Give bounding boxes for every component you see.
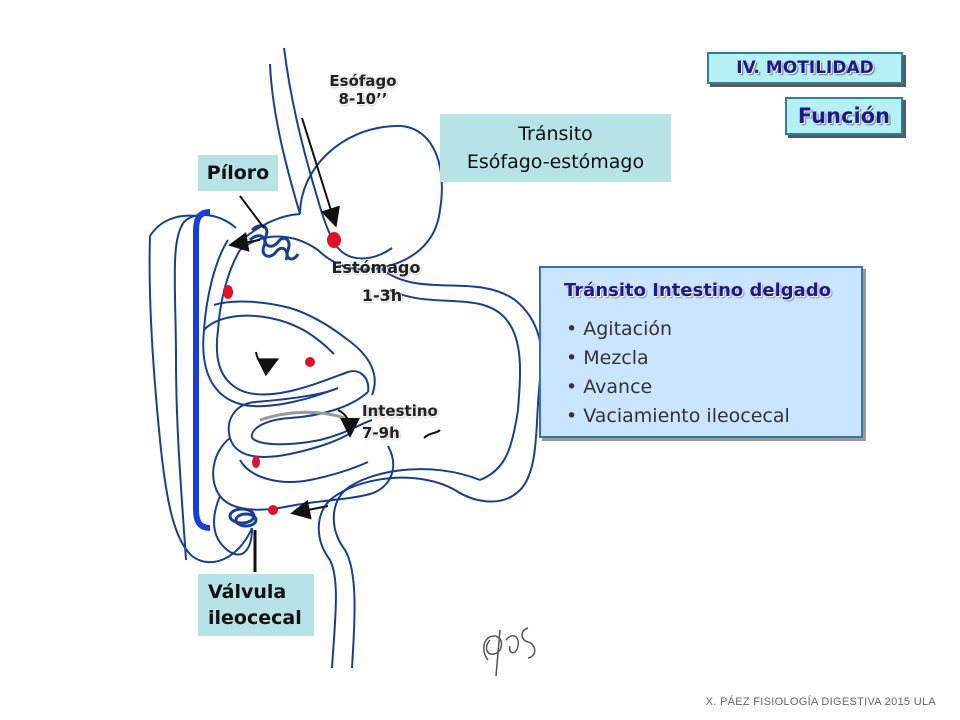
pylorus-sphincter xyxy=(248,224,300,261)
stomach-outline xyxy=(239,124,443,271)
intestine-label: Intestino 7-9h xyxy=(362,400,438,444)
intestine-time: 7-9h xyxy=(362,424,400,442)
stomach-label: Estómago 1-3h xyxy=(324,254,428,310)
section-title-tag: IV. MOTILIDAD xyxy=(707,52,903,84)
stomach-time: 1-3h xyxy=(361,286,403,305)
small-intestine-coils xyxy=(148,213,395,564)
stomach-name: Estómago xyxy=(331,258,421,277)
list-item: Avance xyxy=(566,373,849,402)
panel-title: Tránsito Intestino delgado xyxy=(564,280,832,301)
panel-bullet-list: Agitación Mezcla Avance Vaciamiento ileo… xyxy=(553,315,849,431)
flow-arrows xyxy=(228,117,441,520)
list-item: Mezcla xyxy=(566,344,849,373)
valve-label-line1: Válvula xyxy=(208,581,287,603)
lumen-shading xyxy=(259,410,346,422)
length-bracket xyxy=(193,209,211,531)
footer-credit: X. PÁEZ FISIOLOGÍA DIGESTIVA 2015 ULA xyxy=(705,696,936,708)
small-intestine-transit-panel: Tránsito Intestino delgado Agitación Mez… xyxy=(539,266,863,438)
ileocecal-valve-coil xyxy=(228,507,258,528)
esophagus-label: Esófago 8-10’’ xyxy=(318,72,408,108)
topic-title-tag: Función xyxy=(785,97,903,135)
food-bolus-dots xyxy=(223,232,341,515)
intestine-name: Intestino xyxy=(362,402,438,420)
pylorus-label: Píloro xyxy=(198,155,278,191)
esophagus-name: Esófago xyxy=(329,72,397,90)
valve-label-line2: ileocecal xyxy=(208,607,302,629)
esophagus-stomach-transit-box: Tránsito Esófago-estómago xyxy=(440,114,671,182)
esophagus-time: 8-10’’ xyxy=(338,90,388,108)
list-item: Agitación xyxy=(566,315,849,344)
transit-box-line1: Tránsito xyxy=(518,123,593,145)
transit-box-line2: Esófago-estómago xyxy=(466,151,645,173)
handwritten-scribble xyxy=(482,627,536,677)
ileocecal-valve-label: Válvula ileocecal xyxy=(198,574,314,636)
list-item: Vaciamiento ileocecal xyxy=(566,402,849,431)
pylorus-pointer xyxy=(239,195,265,229)
